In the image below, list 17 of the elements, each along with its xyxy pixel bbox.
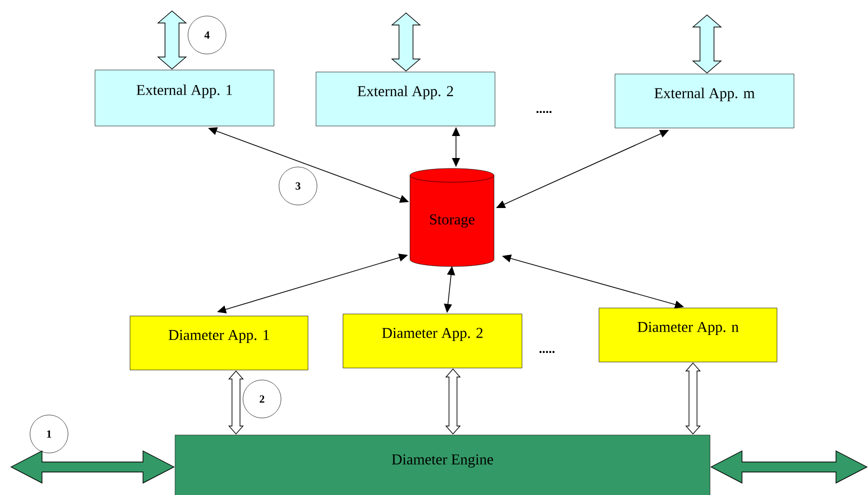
app-box: External App. m bbox=[614, 74, 794, 128]
callout-number: 2 bbox=[242, 380, 282, 418]
ellipsis: ..... bbox=[536, 110, 552, 114]
app-box: Diameter Engine bbox=[174, 434, 710, 495]
app-box: Diameter App. 2 bbox=[342, 314, 522, 368]
block-arrow bbox=[692, 14, 722, 74]
callout-number: 1 bbox=[30, 414, 68, 454]
ellipsis: ..... bbox=[539, 350, 555, 354]
storage-cylinder: Storage bbox=[410, 168, 494, 267]
callout-number: 3 bbox=[278, 166, 318, 206]
callout-number: 4 bbox=[188, 16, 226, 54]
app-box: Diameter App. 1 bbox=[130, 316, 308, 370]
app-box: Diameter App. n bbox=[598, 308, 778, 362]
app-box: External App. 2 bbox=[316, 72, 496, 126]
block-arrow bbox=[391, 12, 421, 72]
app-box: External App. 1 bbox=[94, 70, 274, 126]
block-arrow bbox=[157, 10, 187, 70]
